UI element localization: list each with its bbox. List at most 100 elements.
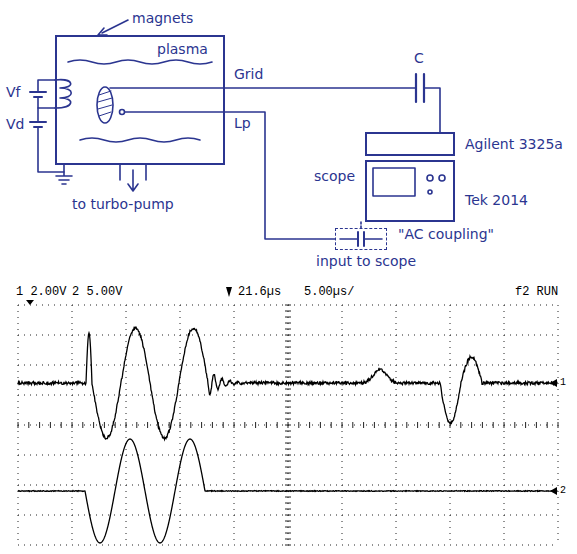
- graticule-part: [285, 473, 291, 474]
- scope-screen-part: [373, 168, 415, 196]
- graticule-part: [104, 422, 105, 428]
- graticule: [18, 305, 558, 545]
- graticule-part: [285, 539, 291, 540]
- capacitor-label: C: [414, 50, 424, 67]
- node-title: plasma: [157, 41, 208, 58]
- graticule-part: [285, 437, 291, 438]
- channel-scale: 1 2.00V: [16, 285, 66, 299]
- graticule-part: [493, 422, 494, 428]
- graticule-part: [547, 422, 548, 428]
- scope-markers-part: [26, 300, 34, 305]
- graticule-part: [223, 422, 224, 428]
- graticule-part: [285, 479, 291, 480]
- graticule-part: [190, 422, 191, 428]
- graticule-part: [285, 455, 291, 456]
- graticule-part: [234, 422, 235, 428]
- graticule-part: [285, 401, 291, 402]
- run-status: f2 RUN: [515, 285, 558, 299]
- input-coupling: [340, 222, 382, 246]
- note-label: "AC coupling": [398, 226, 494, 243]
- function-generator-box: Agilent 3325a: [365, 132, 455, 156]
- graticule-part: [285, 323, 291, 324]
- graticule-part: [72, 305, 73, 545]
- graticule-part: [18, 455, 558, 456]
- grid-mesh-part: [98, 91, 112, 116]
- graticule-part: [169, 422, 170, 428]
- graticule-part: [18, 545, 558, 546]
- graticule-part: [285, 371, 291, 372]
- graticule-part: [385, 422, 386, 428]
- graticule-part: [320, 422, 321, 428]
- graticule-part: [352, 422, 353, 428]
- graticule-part: [428, 422, 429, 428]
- channel-1-trace: [18, 327, 558, 440]
- graticule-part: [277, 422, 278, 428]
- graticule-part: [18, 305, 558, 306]
- graticule-part: [234, 305, 235, 545]
- magnets-arrow-part: [98, 28, 107, 35]
- graticule-part: [285, 347, 291, 348]
- graticule-part: [18, 395, 558, 396]
- battery-circuit-part: [38, 80, 55, 92]
- graticule-part: [396, 422, 397, 428]
- scope-markers-part: [550, 487, 557, 495]
- battery-circuit-part: [37, 108, 39, 122]
- capacitor-symbol-part: [416, 74, 424, 102]
- graticule-part: [285, 329, 291, 330]
- node-title: Agilent 3325a: [465, 136, 563, 153]
- graticule-part: [285, 359, 291, 360]
- graticule-part: [285, 305, 291, 306]
- scope-box: scopeTek 2014: [365, 160, 455, 222]
- input-coupling-part: [358, 232, 364, 246]
- ground-symbol-part: [56, 165, 72, 184]
- graticule-part: [471, 422, 472, 428]
- langmuir-probe-part: [125, 111, 224, 113]
- graticule-part: [136, 422, 137, 428]
- scope-screenshot: [18, 287, 558, 545]
- graticule-part: [374, 422, 375, 428]
- wire: [225, 88, 440, 132]
- graticule-part: [450, 305, 451, 545]
- graticule-part: [285, 545, 291, 546]
- ground-symbol: [56, 165, 72, 184]
- graticule-part: [255, 422, 256, 428]
- scope-screen-part: [428, 190, 432, 194]
- node-title: scope: [314, 168, 355, 185]
- graticule-part: [309, 422, 310, 428]
- graticule-part: [363, 422, 364, 428]
- graticule-part: [285, 425, 291, 426]
- scope-screen: [373, 168, 445, 196]
- graticule-part: [536, 422, 537, 428]
- graticule-part: [39, 422, 40, 428]
- battery-circuit-part: [30, 121, 46, 123]
- graticule-part: [331, 422, 332, 428]
- scope-markers: [26, 287, 557, 495]
- graticule-part: [525, 422, 526, 428]
- channel-marker: 1: [560, 377, 566, 389]
- filament-coil: [55, 80, 71, 108]
- graticule-part: [514, 422, 515, 428]
- graticule-part: [285, 497, 291, 498]
- magnet-field-lines: [68, 60, 212, 142]
- graticule-part: [298, 422, 299, 428]
- trigger-position: 21.6µs: [238, 285, 281, 299]
- graticule-part: [285, 485, 291, 486]
- scope-markers-part: [550, 379, 557, 387]
- time-scale: 5.00µs/: [304, 285, 354, 299]
- graticule-part: [285, 395, 291, 396]
- grid-mesh-part: [110, 87, 224, 89]
- scope-screen-part: [427, 175, 433, 181]
- graticule-part: [439, 422, 440, 428]
- graticule-part: [285, 527, 291, 528]
- grid-mesh: [97, 87, 224, 123]
- graticule-part: [285, 407, 291, 408]
- voltage-label: Vd: [6, 116, 24, 133]
- magnets-arrow-part: [102, 20, 128, 33]
- graticule-part: [266, 422, 267, 428]
- graticule-part: [18, 305, 19, 545]
- graticule-part: [285, 509, 291, 510]
- graticule-part: [180, 422, 181, 428]
- graticule-part: [18, 422, 19, 428]
- graticule-part: [558, 422, 559, 428]
